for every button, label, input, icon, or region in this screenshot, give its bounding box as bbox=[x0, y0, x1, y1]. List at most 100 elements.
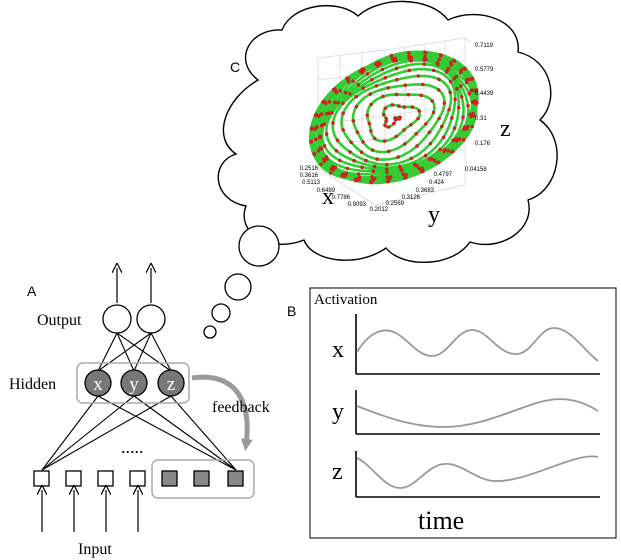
hidden-output-connections bbox=[97, 332, 172, 372]
trajectory-point bbox=[369, 102, 373, 107]
trajectory-point bbox=[365, 113, 370, 117]
trajectory-point bbox=[473, 99, 478, 103]
trajectory-point bbox=[430, 99, 435, 103]
trajectory-point bbox=[354, 178, 358, 183]
trajectory-point bbox=[474, 88, 479, 92]
trajectory-point bbox=[462, 125, 467, 129]
hidden-unit-y-label: y bbox=[129, 374, 139, 395]
trajectory-point bbox=[432, 68, 436, 73]
trajectory-point bbox=[327, 100, 332, 104]
trajectory-point bbox=[432, 158, 437, 163]
trajectory-point bbox=[361, 140, 365, 144]
trajectory-point bbox=[454, 137, 458, 141]
thought-bubble-4 bbox=[203, 325, 217, 339]
y-axis-tick: 0.3683 bbox=[416, 188, 435, 194]
trajectory-point bbox=[371, 169, 376, 173]
trajectory-point bbox=[441, 135, 446, 140]
trajectory-point bbox=[325, 157, 329, 161]
trajectory-point bbox=[438, 147, 442, 152]
trajectory-point bbox=[424, 122, 428, 126]
trajectory-point bbox=[385, 162, 389, 167]
trajectory-point bbox=[407, 68, 412, 73]
trajectory-point bbox=[415, 144, 419, 148]
input-hidden-connections bbox=[41, 395, 237, 471]
trajectory-point bbox=[380, 67, 385, 72]
trajectory-point bbox=[416, 74, 421, 78]
trajectory-point bbox=[471, 111, 476, 116]
trajectory-point bbox=[459, 68, 464, 72]
trajectory-point bbox=[446, 66, 451, 71]
trajectory-point bbox=[422, 57, 427, 62]
trajectory-point bbox=[394, 66, 399, 71]
trajectory-point bbox=[367, 121, 372, 126]
trajectory-point bbox=[395, 77, 399, 82]
trajectory-point bbox=[454, 74, 459, 79]
activation-curve-z bbox=[356, 455, 599, 489]
trajectory-point bbox=[382, 139, 387, 143]
trajectory-point bbox=[359, 150, 364, 154]
trajectory-point bbox=[365, 72, 370, 76]
trajectory-point bbox=[351, 79, 355, 83]
z-axis-tick: 0.5779 bbox=[475, 67, 494, 73]
hidden-unit-x-label: x bbox=[93, 374, 103, 395]
trajectory-point bbox=[423, 54, 427, 59]
trajectory-point bbox=[402, 105, 407, 109]
attractor-axis-z: z bbox=[500, 116, 511, 142]
trajectory-point bbox=[397, 104, 401, 108]
activation-title: Activation bbox=[314, 292, 378, 308]
trajectory-point bbox=[383, 123, 387, 128]
trajectory-point bbox=[452, 58, 456, 63]
trajectory-point bbox=[389, 53, 394, 58]
z-axis-tick: 0.176 bbox=[475, 141, 491, 147]
trajectory-point bbox=[386, 179, 391, 184]
z-axis-tick: 0.7119 bbox=[475, 43, 494, 49]
thought-cloud bbox=[217, 0, 558, 264]
x-axis-tick: 0.3616 bbox=[300, 173, 319, 179]
input-unit-1 bbox=[33, 470, 50, 487]
trajectory-point bbox=[383, 76, 388, 80]
z-axis-tick: 0.4439 bbox=[475, 91, 494, 97]
trajectory-point bbox=[417, 109, 422, 113]
output-label: Output bbox=[37, 312, 82, 329]
trajectory-point bbox=[356, 172, 361, 176]
trajectory-point bbox=[420, 166, 425, 171]
trajectory-point bbox=[322, 144, 327, 148]
hidden-label: Hidden bbox=[9, 376, 56, 393]
trajectory-point bbox=[461, 137, 466, 142]
trajectory-point bbox=[470, 124, 475, 129]
trajectory-point bbox=[443, 147, 447, 152]
trajectory-point bbox=[423, 153, 428, 158]
trajectory-point bbox=[319, 123, 324, 128]
trajectory-point bbox=[322, 159, 327, 164]
trajectory-point bbox=[447, 107, 451, 112]
activation-xlabel: time bbox=[418, 506, 464, 535]
trajectory-point bbox=[324, 111, 329, 116]
attractor-trajectory bbox=[309, 50, 479, 185]
trajectory-point bbox=[341, 101, 345, 106]
trajectory-point bbox=[428, 141, 433, 146]
y-axis-tick: 0.2569 bbox=[386, 201, 405, 207]
trajectory-point bbox=[370, 175, 374, 179]
trajectory-point bbox=[417, 166, 422, 171]
trajectory-point bbox=[348, 150, 352, 154]
y-axis-tick: 0.2012 bbox=[370, 207, 389, 213]
x-axis-tick: 0.9093 bbox=[348, 202, 367, 208]
trajectory-point bbox=[336, 100, 341, 105]
trajectory-point bbox=[402, 128, 406, 132]
context-unit-2 bbox=[193, 470, 210, 487]
trajectory-point bbox=[427, 130, 432, 134]
trajectory-point bbox=[459, 94, 464, 99]
trajectory-point bbox=[451, 138, 455, 143]
trajectory-point bbox=[403, 142, 407, 146]
trajectory-point bbox=[448, 90, 453, 95]
trajectory-point bbox=[470, 76, 475, 81]
trajectory-point bbox=[343, 174, 348, 178]
trajectory-point bbox=[358, 69, 363, 74]
trajectory-point bbox=[455, 86, 459, 91]
activation-row-x: x bbox=[332, 337, 344, 363]
attractor-axis-x: x bbox=[322, 184, 334, 210]
trajectory-point bbox=[446, 148, 450, 153]
feedback-arrow bbox=[191, 374, 253, 451]
